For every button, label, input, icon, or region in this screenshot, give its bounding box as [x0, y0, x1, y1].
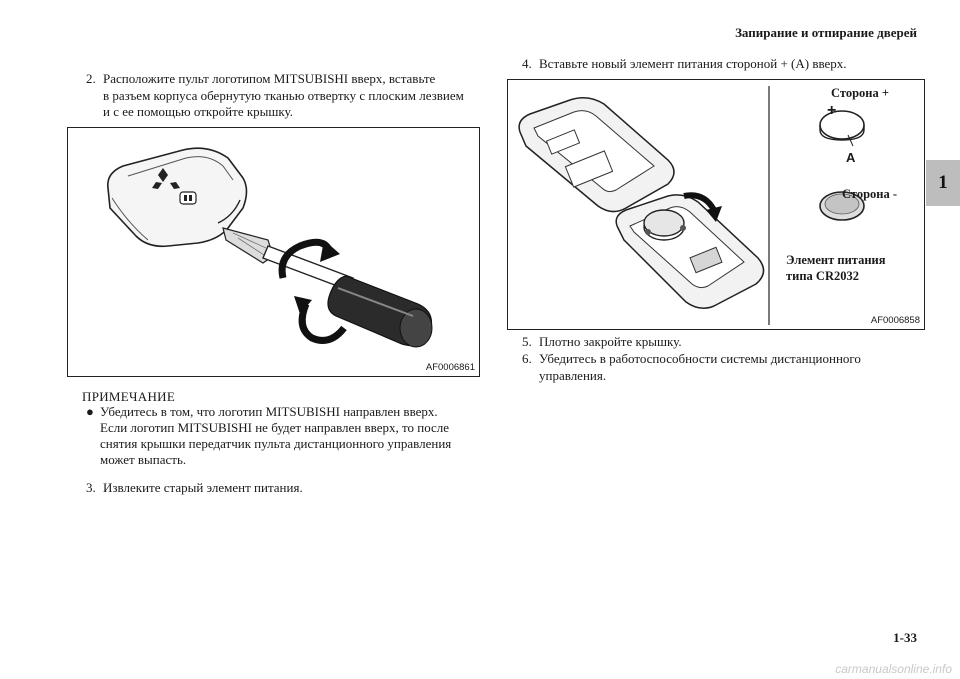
mitsubishi-logo-icon: [152, 168, 180, 189]
label-side-plus: Сторона +: [831, 86, 889, 100]
battery-minus-side-icon: [819, 191, 865, 221]
step-2-line-3: и с ее помощью откройте крышку.: [103, 104, 293, 119]
page-header-title: Запирание и отпирание дверей: [735, 25, 917, 40]
note-title: ПРИМЕЧАНИЕ: [82, 389, 176, 404]
key-fob-screwdriver-illustration: [106, 147, 433, 348]
insert-arrow-icon: [683, 192, 722, 222]
battery-type-line-1: Элемент питания: [786, 253, 886, 267]
battery-type-label: Элемент питания типа CR2032: [786, 252, 886, 284]
step-6-line-2: управления.: [539, 367, 607, 383]
step-2: 2. Расположите пульт логотипом MITSUBISHI…: [86, 71, 506, 121]
figure-1-code: AF0006861: [425, 362, 475, 373]
label-side-minus: Сторона -: [842, 187, 898, 201]
step-3-text: Извлеките старый элемент питания.: [103, 480, 303, 495]
watermark-text: carmanualsonline.info: [835, 662, 952, 676]
figure-battery-insert: Сторона + + A Сторона - Элемент питания …: [507, 79, 925, 330]
step-5: 5. Плотно закройте крышку.: [522, 334, 922, 351]
note-body: ● Убедитесь в том, что логотип MITSUBISHI…: [86, 404, 506, 468]
note-line-2: Если логотип MITSUBISHI не будет направл…: [100, 420, 450, 435]
plus-sign-icon: +: [827, 102, 837, 119]
label-a: A: [846, 150, 856, 165]
step-2-number: 2.: [86, 71, 96, 86]
battery-type-line-2: типа CR2032: [786, 269, 859, 283]
step-2-line-2: в разъем корпуса обернутую тканью отверт…: [103, 87, 464, 103]
step-4: 4. Вставьте новый элемент питания стороно…: [522, 56, 922, 73]
note-line-4: может выпасть.: [100, 452, 187, 467]
note-bullet-icon: ●: [86, 404, 94, 419]
step-2-line-1: Расположите пульт логотипом MITSUBISHI в…: [103, 71, 436, 86]
battery-plus-side-icon: [819, 110, 865, 147]
fob-button-icon: [179, 191, 197, 205]
step-3: 3. Извлеките старый элемент питания.: [86, 480, 506, 497]
step-5-text: Плотно закройте крышку.: [539, 334, 682, 349]
figure-2-code: AF0006858: [870, 315, 920, 326]
note-line-1: Убедитесь в том, что логотип MITSUBISHI …: [100, 404, 438, 419]
rotation-arrow-icon: [278, 238, 347, 344]
step-4-text: Вставьте новый элемент питания стороной …: [539, 56, 847, 71]
page-number: 1-33: [893, 630, 917, 645]
step-5-number: 5.: [522, 334, 532, 349]
battery-fob-illustration: [518, 86, 865, 325]
chapter-tab: 1: [926, 160, 960, 206]
step-4-number: 4.: [522, 56, 532, 71]
step-6-line-1: Убедитесь в работоспособности системы ди…: [539, 351, 861, 366]
figure-open-cover: AF0006861: [67, 127, 480, 377]
note-line-3: снятия крышки передатчик пульта дистанци…: [100, 436, 452, 451]
step-3-number: 3.: [86, 480, 96, 495]
step-6-number: 6.: [522, 351, 532, 366]
step-6: 6. Убедитесь в работоспособности системы …: [522, 351, 922, 384]
